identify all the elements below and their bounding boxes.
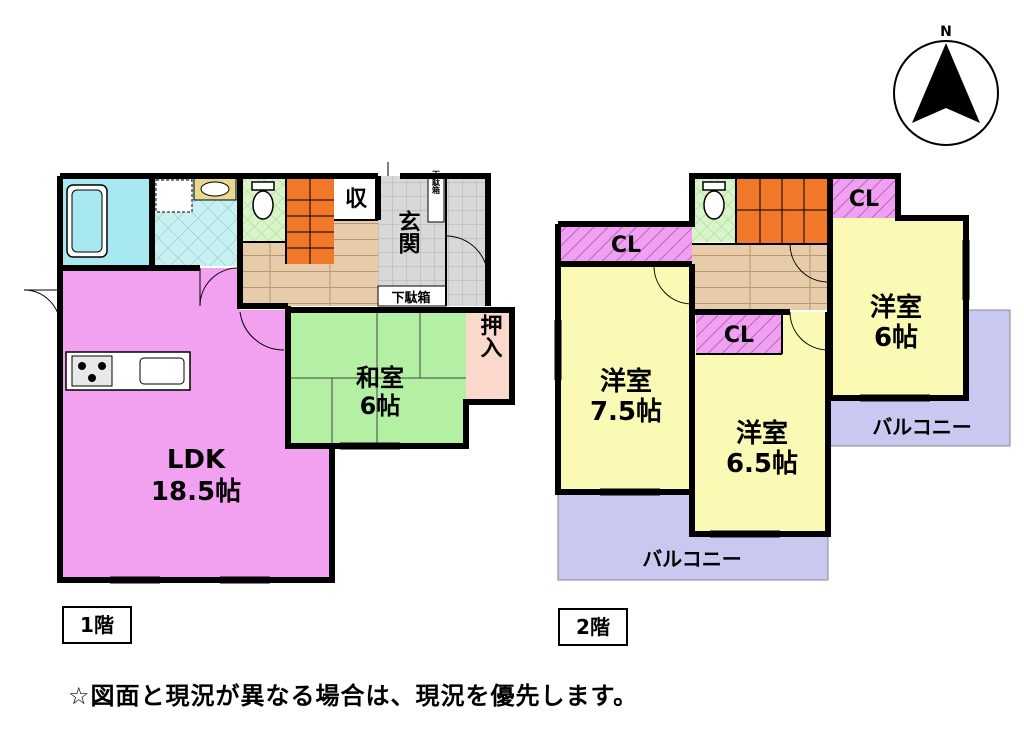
closet-2 <box>696 314 782 354</box>
room-western-7-5 <box>558 264 692 492</box>
stair-steps-2f <box>736 176 828 244</box>
door-swings-2f <box>653 243 829 351</box>
label-closet-1: CL <box>611 233 641 258</box>
label-oshiire: 押入 <box>477 313 503 358</box>
label-western-7-5: 洋室 <box>600 366 652 397</box>
toilet-2f-tank <box>702 181 726 191</box>
compass-label: N <box>940 24 952 40</box>
label-western-6: 洋室 <box>870 292 922 323</box>
thin-walls-2f <box>692 176 828 355</box>
floor-2-tag: 2階 <box>558 608 628 646</box>
label-shoe-cabinet: 下駄箱 <box>391 290 430 306</box>
burner-icons <box>78 362 106 382</box>
compass-arrow-icon <box>912 43 980 123</box>
windows-2f <box>554 240 970 538</box>
closet-3 <box>830 178 898 218</box>
label-closet-2: CL <box>724 323 754 348</box>
floor-2-plan: CL CL CL 洋室 7.5帖 洋室 6.5帖 洋室 6帖 バルコニー バルコ… <box>554 173 1011 581</box>
bathtub-inner <box>71 189 103 253</box>
label-ldk-size: 18.5帖 <box>151 477 241 507</box>
washing-machine-icon <box>155 179 193 213</box>
toilet-icon <box>252 190 274 220</box>
room-storage <box>334 176 378 220</box>
label-western-6-size: 6帖 <box>874 323 918 353</box>
room-western-6 <box>830 218 966 398</box>
hallway-1f <box>240 220 378 306</box>
closet-1 <box>558 224 692 264</box>
hallway-2f <box>692 244 828 310</box>
floor-1-tag: 1階 <box>62 606 132 644</box>
room-oshiire <box>466 310 512 402</box>
label-balcony-left: バルコニー <box>642 547 742 571</box>
label-balcony-right: バルコニー <box>872 415 972 439</box>
walls-2f <box>555 173 969 537</box>
compass: N <box>893 24 999 146</box>
label-western-6-5: 洋室 <box>736 418 788 449</box>
label-ldk: LDK <box>167 445 226 475</box>
label-closet-3: CL <box>849 187 879 212</box>
label-western-6-5-size: 6.5帖 <box>726 449 798 479</box>
floor-1-plan: LDK 18.5帖 和室 6帖 収 玄関 押入 下駄箱 下駄箱 <box>23 162 515 584</box>
label-washitsu: 和室 <box>356 364 404 392</box>
door-swings-1f <box>23 162 489 351</box>
disclaimer-note: ☆図面と現況が異なる場合は、現況を優先します。 <box>68 682 639 710</box>
stair-steps-1f <box>286 176 334 264</box>
label-western-7-5-size: 7.5帖 <box>590 397 662 427</box>
label-storage: 収 <box>345 187 368 212</box>
kitchen-sink-icon <box>139 357 185 385</box>
label-washitsu-size: 6帖 <box>360 392 401 420</box>
label-genkan: 玄関 <box>395 209 421 255</box>
thin-walls-1f <box>240 176 447 306</box>
sink-icon <box>200 181 230 197</box>
windows-1f <box>110 442 400 584</box>
label-shoe-cabinet-small: 下駄箱 <box>431 170 441 195</box>
toilet-2f-icon <box>703 190 725 220</box>
walls-1f <box>57 173 515 583</box>
toilet-tank <box>251 181 275 191</box>
tatami-lines <box>288 310 466 446</box>
